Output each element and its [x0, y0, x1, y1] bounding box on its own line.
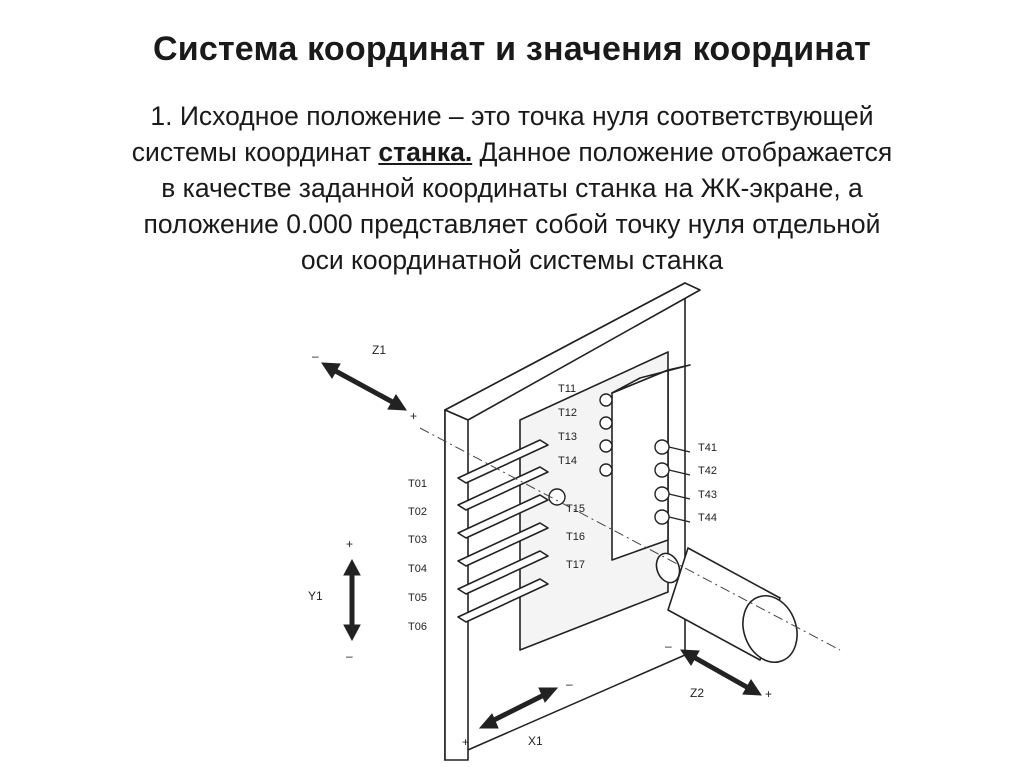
axis-label-z1: Z1 — [372, 343, 386, 357]
tool-label-t41: T41 — [698, 442, 717, 454]
y1-arrow-head-a — [343, 558, 361, 576]
tool-bar-6 — [457, 578, 549, 623]
tool-holder-t43 — [654, 486, 670, 502]
center-axis-line — [419, 427, 841, 651]
z1-arrow-head-b — [387, 394, 407, 411]
tool-bar-4 — [457, 522, 549, 567]
axis-label-z2: Z2 — [690, 686, 704, 700]
tool-block-top — [611, 364, 691, 394]
tool-label-t12: T12 — [558, 407, 577, 419]
work-origin — [548, 488, 566, 506]
y1-arrow-head-b — [343, 624, 361, 642]
x1-minus-sign: – — [566, 677, 573, 691]
tool-label-t15: T15 — [566, 503, 585, 515]
body-line-2c: Данное положение отображается — [472, 137, 893, 167]
body-highlight-machine: станка. — [378, 137, 473, 167]
axis-label-y1: Y1 — [308, 589, 323, 603]
tool-bar-5 — [457, 550, 549, 595]
spindle-nose — [655, 552, 681, 584]
tool-label-t17: T17 — [566, 559, 585, 571]
tool-holder-t12 — [599, 416, 613, 430]
y1-minus-sign: – — [346, 649, 353, 663]
tool-label-t16: T16 — [566, 531, 585, 543]
tool-label-t05: T05 — [408, 592, 427, 604]
body-line-3: в качестве заданной координаты станка на… — [161, 173, 863, 203]
body-line-1: 1. Исходное положение – это точка нуля с… — [150, 101, 874, 131]
x1-arrow-head-a — [478, 713, 499, 729]
tool-label-t14: T14 — [558, 455, 577, 467]
x1-plus-sign: + — [462, 735, 469, 749]
z1-arrow-head-a — [321, 362, 341, 379]
tool-label-t43: T43 — [698, 489, 717, 501]
z2-arrow-head-b — [742, 679, 762, 696]
tool-label-t13: T13 — [558, 431, 577, 443]
tool-bar-3 — [457, 494, 549, 539]
tool-label-t02: T02 — [408, 506, 427, 518]
body-line-5: оси координатной системы станка — [300, 245, 724, 275]
body-line-2a: системы координат — [131, 137, 379, 167]
slide-body-text: 1. Исходное положение – это точка нуля с… — [30, 98, 994, 278]
tool-label-t42: T42 — [698, 465, 717, 477]
tool-bar-1 — [457, 439, 549, 484]
tool-holder-t44 — [654, 509, 670, 525]
axis-label-x1: X1 — [528, 734, 543, 748]
z1-minus-sign: – — [312, 349, 319, 363]
plate-side — [444, 409, 469, 761]
tool-label-t06: T06 — [408, 621, 427, 633]
tool-holder-t14 — [599, 463, 613, 477]
tool-holder-t42 — [654, 462, 670, 478]
y1-plus-sign: + — [346, 537, 353, 551]
tool-holder-t11 — [599, 393, 613, 407]
spindle-face — [742, 595, 798, 663]
z2-plus-sign: + — [765, 687, 772, 701]
slide-title: Система координат и значения координат — [152, 30, 871, 68]
tool-label-t44: T44 — [698, 512, 717, 524]
tool-bar-2 — [457, 466, 549, 511]
z2-minus-sign: – — [665, 639, 672, 653]
tool-label-t01: T01 — [408, 478, 427, 490]
tool-label-t03: T03 — [408, 534, 427, 546]
body-line-4: положение 0.000 представляет собой точку… — [143, 209, 881, 239]
x1-arrow-head-b — [538, 687, 559, 703]
tool-holder-t13 — [599, 439, 613, 453]
tool-label-t11: T11 — [558, 383, 576, 395]
z1-plus-sign: + — [410, 409, 417, 423]
tool-holder-t41 — [654, 439, 670, 455]
tool-label-t04: T04 — [408, 563, 427, 575]
z2-arrow-head-a — [680, 649, 700, 666]
